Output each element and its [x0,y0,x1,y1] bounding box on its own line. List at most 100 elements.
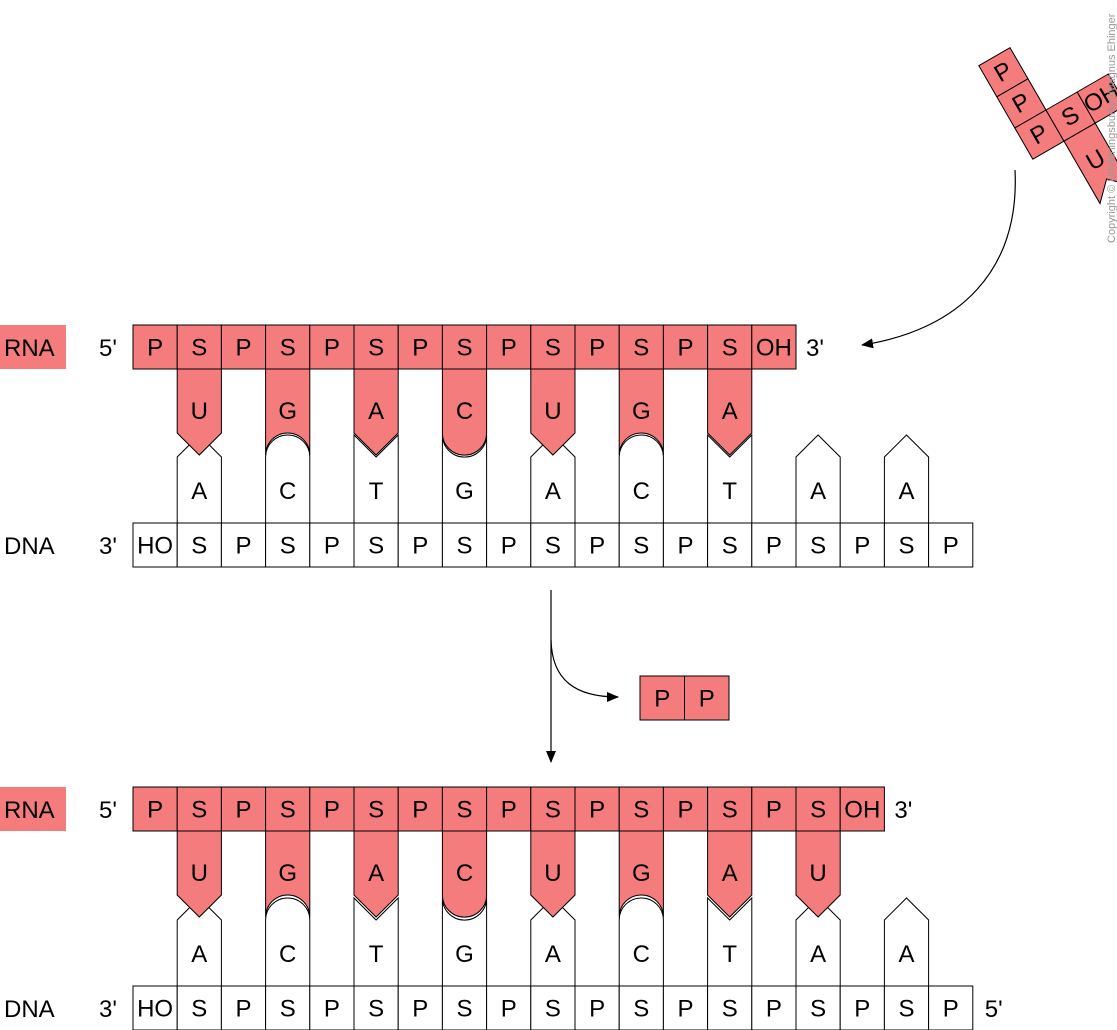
dna-base-a: A [810,478,826,505]
dna-phosphate: P [766,996,782,1023]
dna-phosphate: P [766,533,782,560]
dna-base-t: T [369,941,384,968]
rna-phosphate: P [501,797,517,824]
dna-sugar: S [191,533,207,560]
dna-phosphate: P [589,996,605,1023]
rna-phosphate: P [589,335,605,362]
rna-sugar: S [545,797,561,824]
dna-sugar: S [810,996,826,1023]
dna-phosphate-box [574,522,620,568]
dna-phosphate: P [943,533,959,560]
dna-sugar-box [707,985,753,1030]
rna-sugar-box [265,324,311,370]
dna-sugar: S [456,533,472,560]
rna-sugar: S [368,797,384,824]
dna-sugar: S [456,996,472,1023]
incoming-hydroxyl-box [1076,73,1117,124]
dna-phosphate: P [324,533,340,560]
rna-base-u: U [544,398,561,425]
rna-label: RNA [4,797,55,824]
dna-sugar-box [353,522,399,568]
rna-base-a: A [368,860,384,887]
dna-base-a: A [191,941,207,968]
rna-phosphate: P [324,797,340,824]
dna-phosphate-box [662,522,709,568]
rna-label-box [0,787,66,831]
rna-phosphate-box [309,324,355,370]
dna-phosphate-box [220,522,267,568]
rna-sugar: S [191,335,207,362]
rna-sugar-box [530,786,576,832]
rna-sugar-box [353,324,399,370]
rna-phosphate: P [501,335,517,362]
dna-sugar: S [191,996,207,1023]
dna-sugar-box [795,985,841,1030]
rna-base-g-shape [618,368,664,456]
rna-label-box [0,325,66,369]
rna-hydroxyl-box [839,786,885,832]
rna-sugar: S [810,797,826,824]
dna-phosphate-box [397,522,443,568]
rna-sugar-box [707,786,753,832]
rna-base-c-shape [441,368,488,456]
rna-sugar: S [280,797,296,824]
dna-sugar: S [722,996,738,1023]
dna-phosphate: P [324,996,340,1023]
rna-phosphate-box [662,786,709,832]
dna-sugar-box [441,985,488,1030]
rna-base-c: C [456,398,473,425]
rna-phosphate-box [486,786,532,832]
pyrophosphate-phosphate: P [654,686,670,713]
rna-base-u: U [191,398,208,425]
rna-sugar: S [191,797,207,824]
dna-sugar-box [883,522,930,568]
dna-sugar: S [810,533,826,560]
rna-three-prime: 3' [806,335,824,362]
rna-sugar-box [265,786,311,832]
dna-base-t: T [722,941,737,968]
dna-base-a: A [898,941,914,968]
dna-phosphate: P [854,533,870,560]
rna-phosphate: P [235,335,251,362]
dna-label: DNA [4,996,55,1023]
rna-sugar-box [618,324,664,370]
rna-phosphate: P [235,797,251,824]
dna-phosphate: P [501,533,517,560]
incoming-arrow [861,169,1016,349]
rna-sugar: S [722,335,738,362]
rna-base-c-shape [441,830,488,918]
dna-base-t: T [369,478,384,505]
rna-base-g: G [632,860,651,887]
dna-phosphate-box [486,522,532,568]
dna-five-prime: 5' [985,996,1003,1023]
rna-sugar-box [530,324,576,370]
incoming-base-shape [1063,122,1117,205]
dna-hydroxyl-box [132,985,178,1030]
rna-phosphate-box [132,324,178,370]
dna-phosphate-box [839,522,885,568]
dna-phosphate: P [677,996,693,1023]
dna-sugar-box [618,522,664,568]
rna-sugar: S [633,335,649,362]
rna-base-u: U [544,860,561,887]
rna-phosphate: P [766,797,782,824]
rna-phosphate-box [662,324,709,370]
dna-sugar: S [280,533,296,560]
dna-base-g: G [455,478,474,505]
dna-three-prime: 3' [99,996,117,1023]
dna-phosphate-box [309,985,355,1030]
rna-base-u: U [191,860,208,887]
dna-phosphate: P [412,996,428,1023]
dna-sugar: S [545,996,561,1023]
rna-phosphate: P [412,797,428,824]
rna-sugar-box [795,786,841,832]
dna-sugar-box [353,985,399,1030]
dna-sugar-box [530,522,576,568]
dna-base-c: C [279,941,296,968]
dna-base-a: A [898,478,914,505]
dna-phosphate-box [486,985,532,1030]
dna-base-a: A [545,941,561,968]
dna-phosphate-box [928,522,974,568]
rna-phosphate: P [147,797,163,824]
